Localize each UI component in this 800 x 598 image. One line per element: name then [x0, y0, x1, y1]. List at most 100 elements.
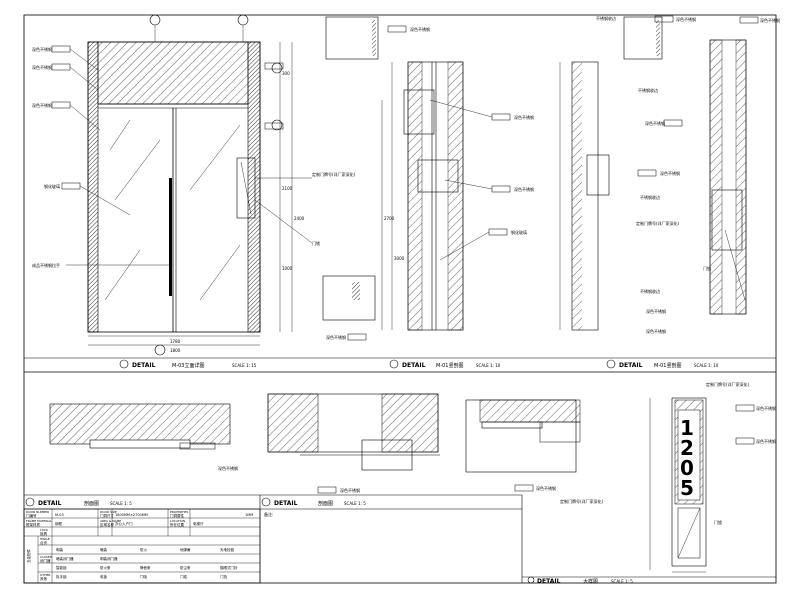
door-number-4: 5	[680, 476, 694, 500]
plan-label-stainless-2: 深色不锈钢	[340, 487, 360, 493]
scale-plan-section: SCALE 1: 5	[110, 501, 132, 506]
table-area-cn: 区域名称	[100, 522, 114, 527]
sheet-border	[23, 14, 777, 584]
section-2-view: 不锈钢收边 深色不锈钢 深色不锈钢 不锈钢收边 深色不锈钢 深色不锈钢 不锈钢收…	[559, 15, 780, 334]
title-notes-section: 剖面图	[318, 500, 333, 507]
scale-section-2: SCALE 1: 10	[694, 363, 719, 368]
table-properties-val: 1MM	[245, 513, 253, 517]
table-location-cn: 所在位置	[170, 522, 184, 527]
row4-item-4: 门挡	[220, 574, 227, 579]
row1-item-1: 暗装	[100, 547, 107, 552]
title-detail-1: DETAIL	[132, 362, 156, 369]
row3-item-2: 静音条	[140, 565, 151, 570]
door-number-1: 1	[680, 416, 694, 440]
label-doorsign: 定制门牌号(详厂家深化)	[312, 171, 356, 177]
table-row2: 暗装闭门器 明装闭门器	[56, 556, 118, 561]
row4-item-3: 门碰	[180, 574, 187, 579]
notes-heading: 备注:	[264, 511, 273, 517]
label-glass: 钢化玻璃	[44, 183, 60, 189]
s2-label-stainless-5: 深色不锈钢	[646, 308, 666, 314]
table-location-label: LOCATION	[170, 519, 185, 523]
s2-label-lock: 门锁	[703, 265, 711, 271]
table-door-size-val: 1800MM×2700MM	[115, 513, 148, 517]
dim-h2: 2100	[282, 186, 293, 191]
big-sample-view: 1 2 0 5 定制门牌号(详厂家深化) 深色不锈钢 深色不锈钢 门锁	[649, 381, 776, 573]
title-detail-3: DETAIL	[619, 362, 643, 369]
table-properties-label: PROPERTIES	[170, 510, 188, 514]
table-row1: 明装 暗装 防火 地弹簧 天地铰链	[56, 547, 234, 552]
table-door-number-label: DOOR NUMBER	[26, 510, 49, 514]
table-door-number-cn: 门编号	[26, 513, 37, 518]
table-hinge-label: HINGE	[40, 537, 50, 541]
table-door-size-label: DOOR SIZE	[100, 510, 117, 514]
s2-label-frame-3: 不锈钢收边	[640, 288, 660, 294]
title-detail-4: DETAIL	[38, 500, 62, 507]
s2-label-doorsign: 定制门牌号(详厂家深化)	[636, 220, 680, 226]
plan-label-stainless-3: 深色不锈钢	[536, 485, 556, 491]
s2-label-frame-1: 不锈钢收边	[638, 87, 658, 93]
row3-item-4: 猫眼式门铃	[220, 565, 238, 570]
table-lock-label: LOCK	[40, 528, 49, 532]
label-lock: 门锁	[312, 240, 320, 246]
table-closer-cn: 闭门器	[40, 558, 51, 563]
label-stainless-1: 深色不锈钢	[32, 46, 52, 52]
dim-h3: 2400	[294, 216, 305, 221]
title-detail-5: DETAIL	[274, 500, 298, 507]
label-handle: 成品不锈钢拉手	[32, 262, 60, 268]
row2-item-0: 暗装闭门器	[56, 556, 74, 561]
big-label-stainless-2: 深色不锈钢	[756, 438, 776, 444]
scale-notes-section: SCALE 1: 5	[344, 501, 366, 506]
table-lock-cn: 锁具	[40, 531, 47, 536]
title-detail-6: DETAIL	[537, 578, 561, 585]
table-row4: 执手锁 电锁 门吸 门碰 门挡	[56, 574, 227, 579]
row3-item-0: 智能锁	[56, 565, 67, 570]
row4-item-0: 执手锁	[56, 574, 67, 579]
dim-h5: 2700	[384, 216, 395, 221]
s2-label-stainless-1: 深色不锈钢	[676, 16, 696, 22]
table-frame-cn: 框架材质	[26, 522, 40, 527]
table-side-label: 五金配件	[26, 549, 31, 563]
big-label-doorsign: 定制门牌号(详厂家深化)	[706, 381, 750, 387]
s2-label-stainless-4: 深色不锈钢	[660, 170, 680, 176]
section-1-view: 2700 3000 深色不锈钢 深色不锈钢 深色不锈钢 钢化玻璃 深色不锈钢	[322, 16, 534, 341]
title-bar-top: DETAIL M-03立面详图 SCALE 1: 15 DETAIL M-01竖…	[24, 357, 776, 369]
dim-h1: 300	[282, 71, 290, 76]
table-properties-cn: 门洞属性	[170, 513, 184, 518]
s1-label-stainless-3: 深色不锈钢	[514, 186, 534, 192]
door-number-2: 2	[680, 436, 694, 460]
big-label-lock: 门锁	[714, 519, 722, 525]
title-plan-section: 剖面图	[84, 500, 99, 507]
s1-label-stainless-4: 深色不锈钢	[326, 334, 346, 340]
row1-item-3: 地弹簧	[180, 547, 191, 552]
title-bar-bottom: DETAIL 剖面图 SCALE 1: 5 DETAIL 剖面图 SCALE 1…	[24, 494, 776, 585]
s1-label-stainless-2: 深色不锈钢	[514, 114, 534, 120]
door-number-3: 0	[680, 456, 694, 480]
door-schedule-table: DOOR NUMBER 门编号 M-03 DOOR SIZE 门洞尺寸 1800…	[23, 508, 261, 584]
scale-elevation: SCALE 1: 15	[232, 363, 257, 368]
title-big-sample: 大样图	[583, 578, 598, 585]
row2-item-1: 明装闭门器	[100, 556, 118, 561]
dim-h6: 3000	[394, 256, 405, 261]
s1-label-stainless-1: 深色不锈钢	[410, 26, 430, 32]
s2-label-stainless-6: 深色不锈钢	[646, 328, 666, 334]
table-door-size-cn: 门洞尺寸	[100, 513, 114, 518]
s2-label-stainless-3: 深色不锈钢	[645, 120, 665, 126]
row3-item-3: 防尘条	[180, 565, 191, 570]
plan-label-doorsign: 定制门牌号(详厂家深化)	[560, 498, 604, 504]
row1-item-0: 明装	[56, 547, 63, 552]
row1-item-4: 天地铰链	[220, 547, 234, 552]
s1-label-glass: 钢化玻璃	[511, 229, 527, 235]
label-stainless-3: 深色不锈钢	[32, 102, 52, 108]
table-hinge-cn: 合页	[40, 540, 47, 545]
title-elevation: M-03立面详图	[172, 362, 204, 369]
row4-item-2: 门吸	[140, 574, 147, 579]
table-other-label: OTHER	[40, 573, 50, 577]
row1-item-2: 防火	[140, 547, 147, 552]
table-frame-val: 钢框	[55, 521, 62, 526]
scale-big-sample: SCALE 1: 5	[611, 579, 633, 584]
dim-width-total: 1800	[170, 348, 181, 353]
elevation-view: 1780 1800 300 2100 2400 1000 深色不锈钢 深色不锈钢…	[32, 14, 356, 356]
table-door-number-val: M-03	[55, 513, 64, 517]
dim-h4: 1000	[282, 266, 293, 271]
